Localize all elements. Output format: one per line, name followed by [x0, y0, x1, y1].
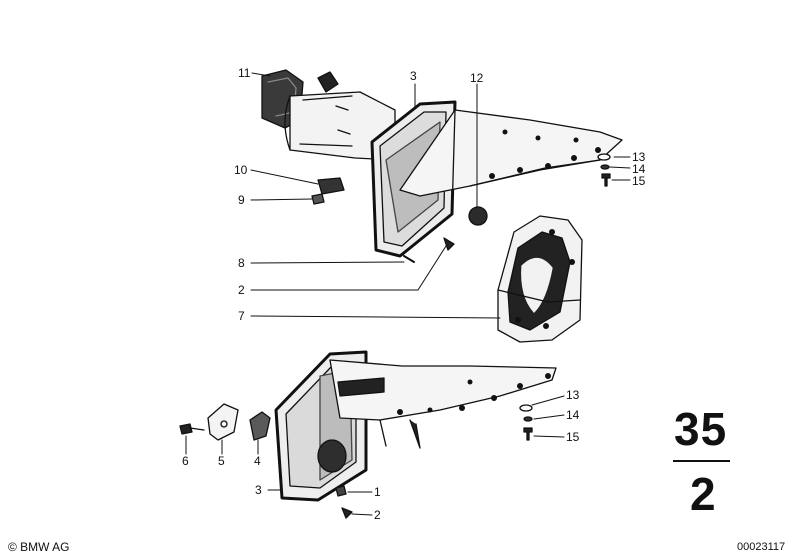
- small-cover-5: [207, 403, 239, 441]
- group-number-major: 35: [674, 403, 728, 455]
- support-arm: [399, 109, 623, 197]
- callout-2-lower: 2: [374, 508, 381, 522]
- callout-3-lower: 3: [255, 483, 262, 497]
- bolt-15-lower: [523, 427, 533, 441]
- callout-6: 6: [182, 454, 189, 468]
- callout-15-lower: 15: [566, 430, 580, 444]
- bolt-2-upper: [443, 237, 455, 251]
- document-number: 00023117: [737, 541, 786, 553]
- bushing: [317, 177, 345, 195]
- clip-1: [335, 485, 347, 497]
- callout-11: 11: [238, 66, 251, 80]
- lower-support-arm: [329, 359, 557, 421]
- spring-washer-14-lower: [523, 416, 533, 422]
- callout-4: 4: [254, 454, 261, 468]
- callout-15-upper: 15: [632, 174, 646, 188]
- group-number-minor: 2: [690, 468, 716, 520]
- cover-plate-assembly: [497, 215, 583, 343]
- clip: [311, 193, 325, 205]
- callout-9: 9: [238, 193, 245, 207]
- copyright-text: © BMW AG: [8, 540, 70, 554]
- group-number-divider: [673, 460, 730, 462]
- callout-3-upper: 3: [410, 69, 417, 83]
- callout-13-upper: 13: [632, 150, 646, 164]
- bolt-2-lower: [341, 507, 353, 519]
- callout-14-lower: 14: [566, 408, 580, 422]
- callout-10: 10: [234, 163, 248, 177]
- rubber-plug: [468, 206, 488, 226]
- callout-5: 5: [218, 454, 225, 468]
- callout-14-upper: 14: [632, 162, 646, 176]
- callout-7: 7: [238, 309, 245, 323]
- washer-13-lower: [519, 404, 533, 412]
- spring-washer-14-upper: [600, 164, 610, 170]
- callout-13-lower: 13: [566, 388, 580, 402]
- small-gasket-4: [249, 411, 271, 441]
- callout-2-upper: 2: [238, 283, 245, 297]
- callout-1: 1: [374, 485, 381, 499]
- washer-13-upper: [597, 153, 611, 161]
- bolt-15-upper: [601, 173, 611, 187]
- callout-8: 8: [238, 256, 245, 270]
- bolt-6: [179, 423, 205, 435]
- leader-lines: [185, 72, 631, 516]
- screw-8: [403, 255, 415, 263]
- callout-12: 12: [470, 71, 484, 85]
- lower-pedal-bracket-assembly: [179, 350, 557, 519]
- upper-pedal-bracket-assembly: [261, 69, 623, 263]
